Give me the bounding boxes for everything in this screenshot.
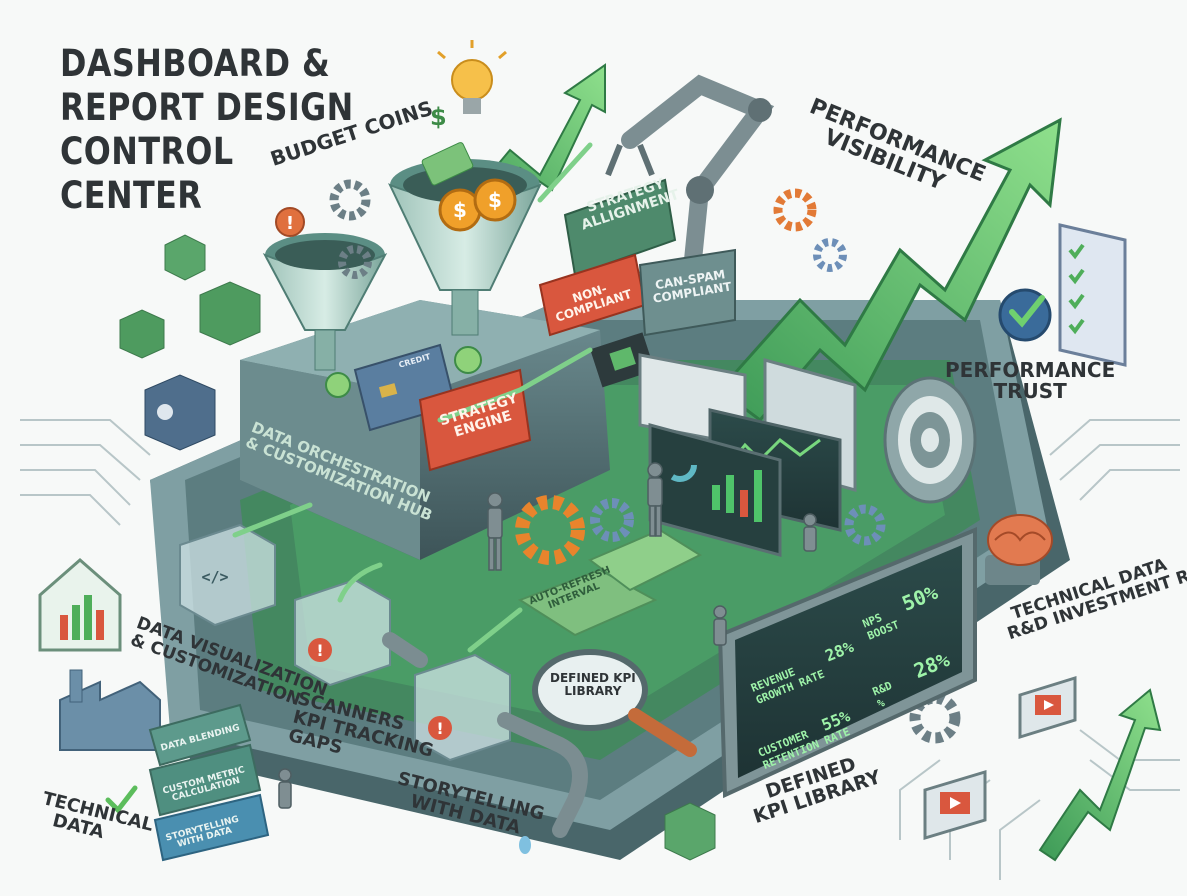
kpi-screen <box>717 527 977 799</box>
gear-icon <box>329 179 961 744</box>
page-title: DASHBOARD & REPORT DESIGN CONTROL CENTER <box>60 42 402 218</box>
check-icon <box>105 288 1052 814</box>
growth-arrow-main <box>717 117 1062 423</box>
perf-trust-line-2: TRUST <box>993 379 1067 403</box>
svg-text:</>: </> <box>201 568 228 586</box>
lightbulb-icon <box>437 40 507 114</box>
brain-icon <box>985 514 1053 585</box>
target-icon <box>883 376 977 504</box>
dollar-icon: $ $ $ <box>325 103 517 398</box>
svg-text:$: $ <box>453 198 467 222</box>
auto-refresh-panel <box>517 528 703 637</box>
svg-text:!: ! <box>286 213 294 234</box>
title-line-3: CONTROL <box>60 130 234 173</box>
data-viz-card <box>38 558 122 652</box>
growth-arrow-corner <box>1038 688 1162 862</box>
svg-text:!: ! <box>316 641 323 660</box>
magnifier-icon <box>532 649 697 757</box>
svg-text:!: ! <box>436 719 443 738</box>
title-line-4: CENTER <box>60 174 203 217</box>
title-line-1: DASHBOARD & <box>60 42 331 85</box>
camera-icon <box>144 374 216 451</box>
kpi-lens-line-1: DEFINED KPI <box>550 671 636 685</box>
circuit-lines <box>20 419 1180 880</box>
pipe <box>382 632 588 854</box>
rd-label-1: R&D <box>870 679 894 699</box>
label-performance-trust: PERFORMANCE TRUST <box>945 360 1115 402</box>
plate-kpi-lens: DEFINED KPI LIBRARY <box>550 672 636 697</box>
code-icon: </> <box>179 523 276 627</box>
perf-trust-line-1: PERFORMANCE <box>945 358 1116 382</box>
factory-icon <box>59 669 161 751</box>
flow-arrows <box>232 142 593 653</box>
cube-icon <box>119 234 716 861</box>
strategy-alignment-plate <box>563 178 677 277</box>
checklist-icon <box>1058 223 1127 367</box>
alert-icon: ! <box>275 207 305 237</box>
svg-text:$: $ <box>488 188 502 212</box>
person-figures <box>278 462 817 809</box>
play-icon <box>923 675 1077 841</box>
scanner-box-2: ! <box>414 653 511 762</box>
kpi-lens-line-2: LIBRARY <box>564 683 622 698</box>
svg-text:$: $ <box>430 103 447 131</box>
can-spam-plate <box>638 248 736 337</box>
block-stack <box>148 703 270 862</box>
title-line-2: REPORT DESIGN <box>60 86 354 129</box>
